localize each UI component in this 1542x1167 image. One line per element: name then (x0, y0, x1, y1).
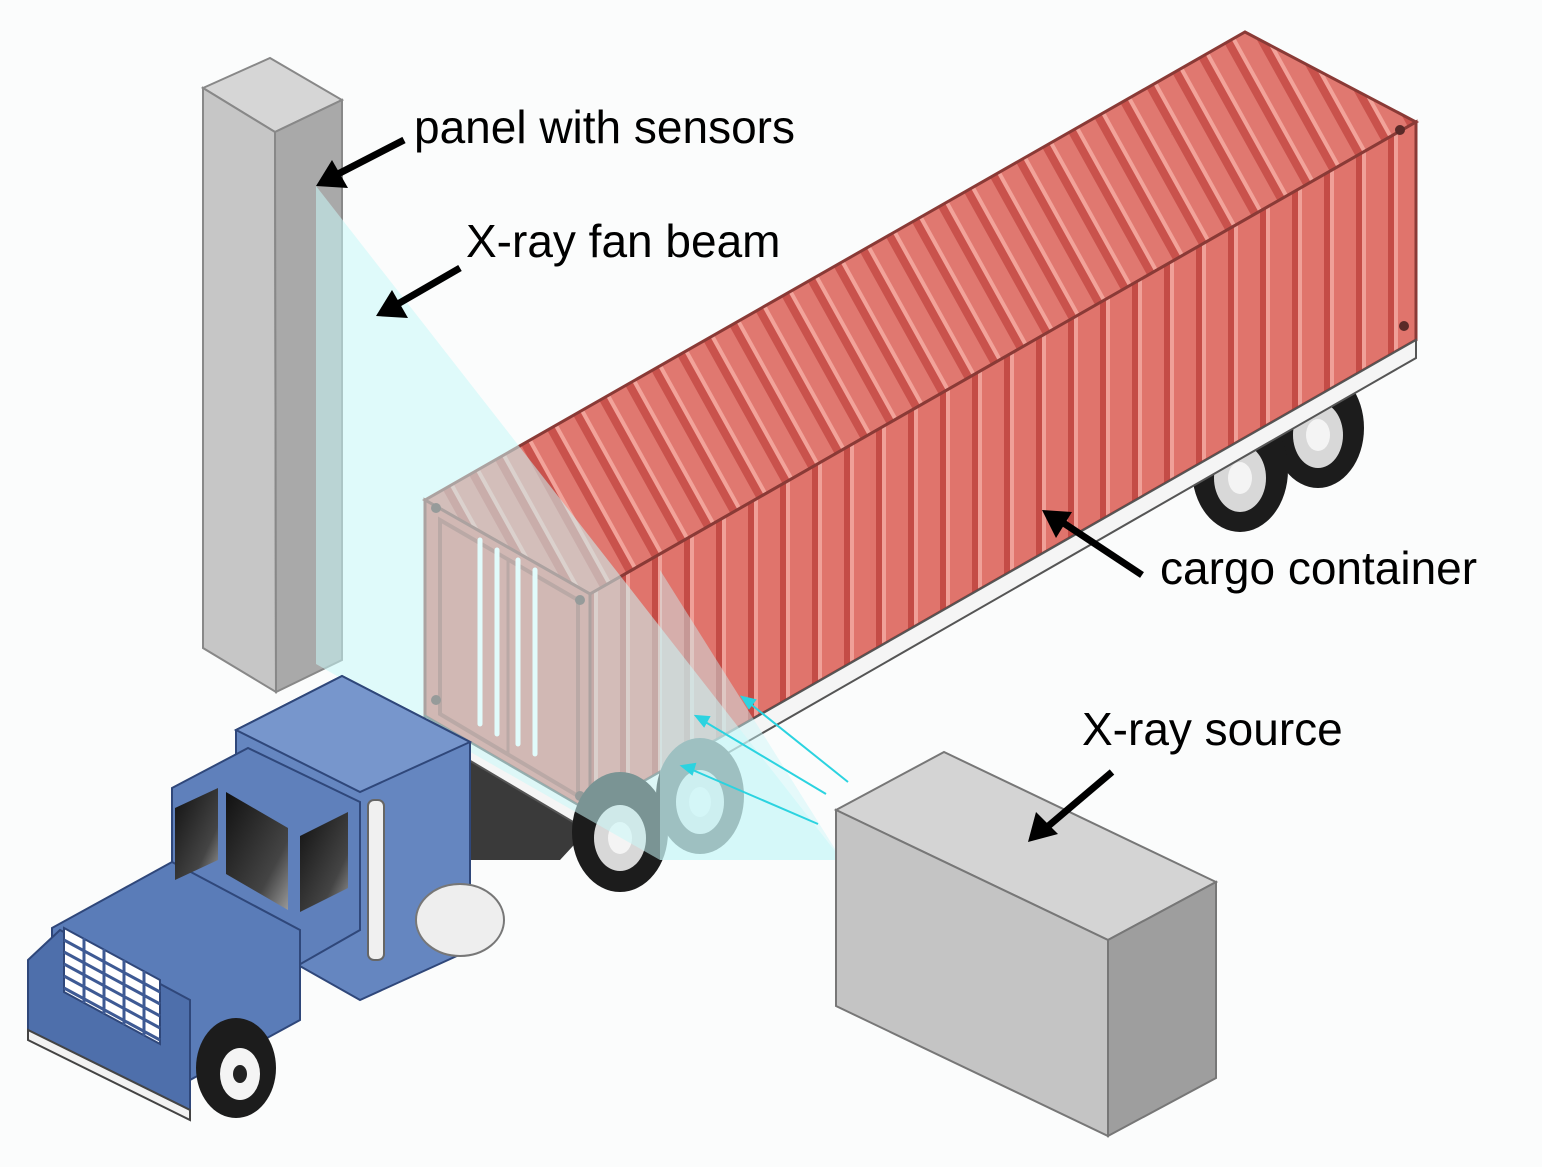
label-xray-fan-beam: X-ray fan beam (466, 215, 781, 267)
cab-bumper (27, 1028, 191, 1122)
label-panel-with-sensors: panel with sensors (414, 101, 795, 153)
ray-3 (687, 767, 819, 825)
xray-source-box (833, 750, 1219, 1138)
cab-window-left (175, 788, 218, 880)
xray-fan-beam (316, 186, 842, 860)
cab-side-window (300, 812, 348, 912)
label-xray-source: X-ray source (1082, 703, 1343, 755)
cab-fuel-tank (415, 883, 505, 957)
pointer-arrows (316, 136, 1144, 842)
cab-exhaust-stack (367, 799, 385, 961)
truck-cab (27, 674, 505, 1122)
arrow-container (1042, 510, 1144, 578)
cab-windshield (226, 792, 288, 910)
sensor-panel-front (202, 86, 278, 694)
cab-sleeper-roof (233, 674, 473, 794)
arrow-panel (316, 136, 406, 188)
cab-grille (63, 926, 161, 1046)
ray-2 (701, 719, 827, 795)
ray-1 (747, 701, 849, 783)
arrow-beam (376, 264, 462, 318)
arrow-source (1028, 769, 1115, 842)
label-cargo-container: cargo container (1160, 542, 1478, 594)
xray-source-side (1107, 880, 1217, 1138)
xray-rays (679, 695, 849, 825)
